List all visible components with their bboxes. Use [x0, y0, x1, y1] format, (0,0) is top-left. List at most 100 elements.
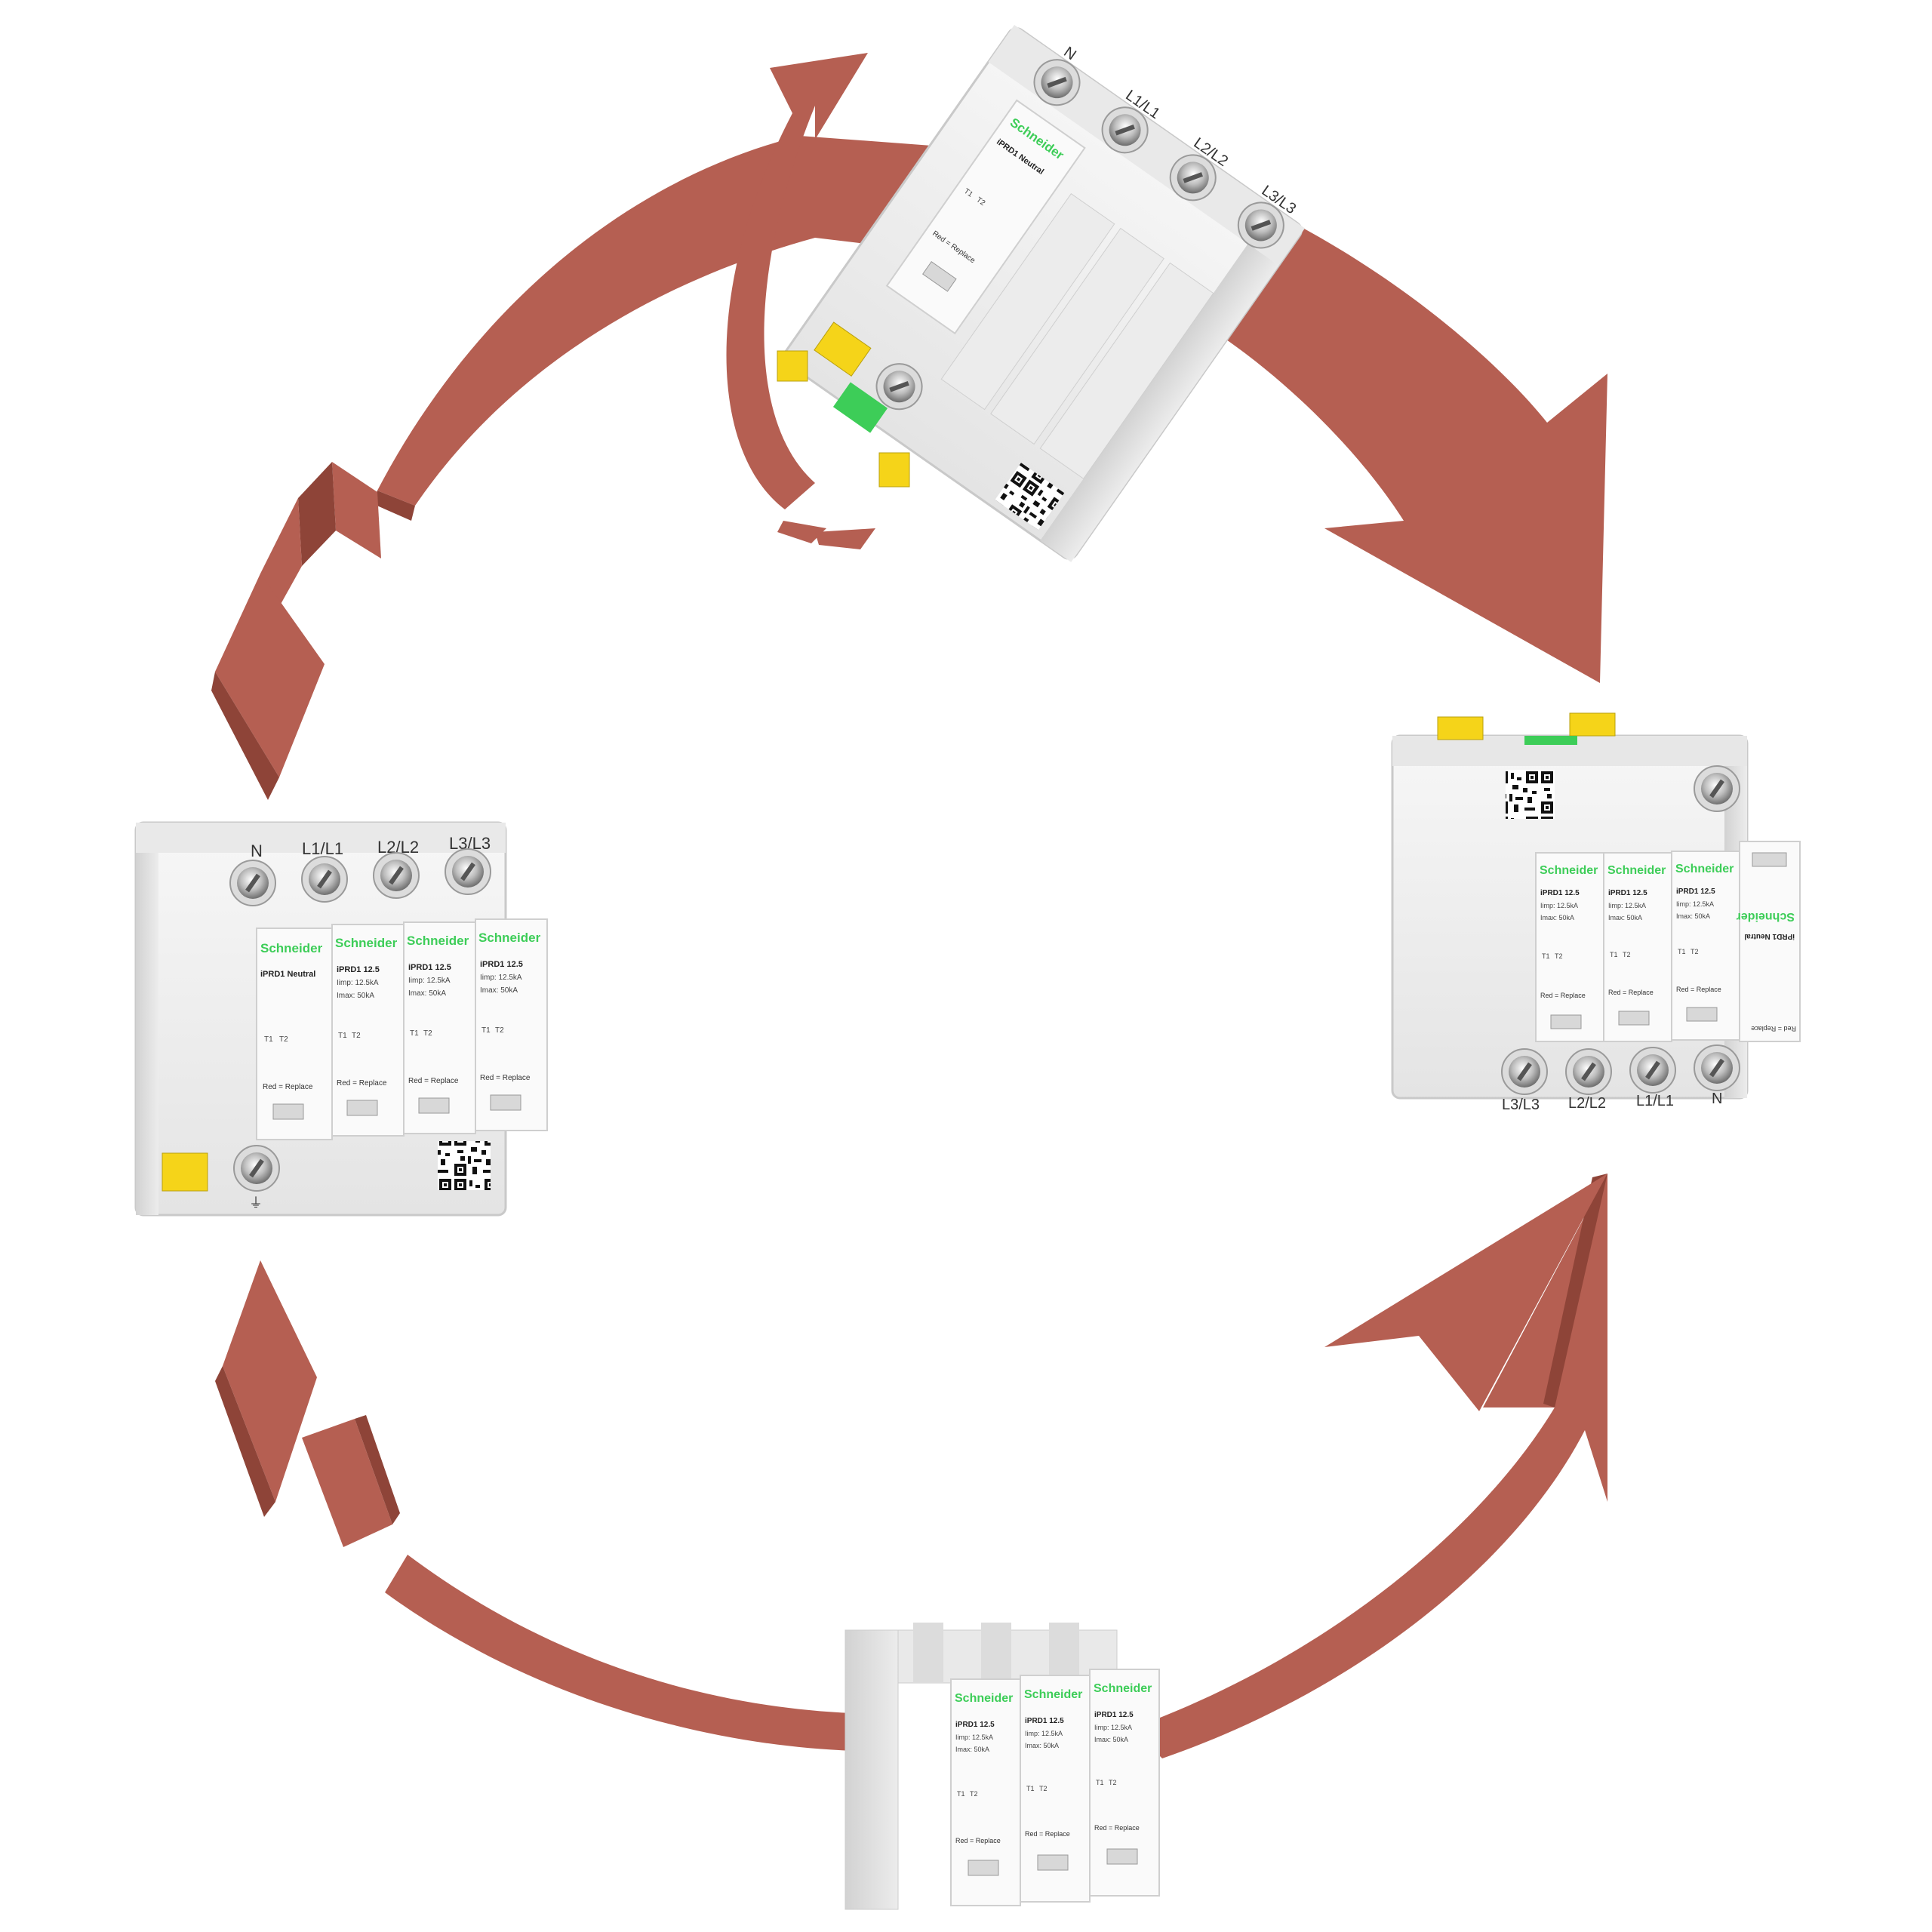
type-mark-t2: T2	[423, 1029, 432, 1038]
type-mark-t2: T2	[970, 1790, 978, 1798]
module-title: iPRD1 12.5	[1676, 888, 1715, 896]
module-title: iPRD1 12.5	[337, 965, 380, 974]
indicator-legend: Red = Replace	[480, 1074, 531, 1082]
imax-value: Imax: 50kA	[955, 1746, 989, 1753]
terminal-label-l1: L1/L1	[302, 839, 343, 858]
indicator-legend: Red = Replace	[1540, 992, 1586, 999]
cartridge-2: Schneider iPRD1 12.5 Iimp: 12.5kA Imax: …	[1020, 1675, 1091, 1903]
qr-code-icon	[1506, 770, 1555, 819]
cycle-arrow-dash	[332, 462, 381, 558]
module-title: iPRD1 12.5	[955, 1721, 995, 1729]
indicator-legend: Red = Replace	[1094, 1824, 1140, 1832]
cycle-arrow-dash	[223, 1260, 317, 1502]
type-mark-t1: T1	[1542, 952, 1550, 960]
brand-logo: Schneider	[260, 941, 323, 955]
brand-logo: Schneider	[1094, 1682, 1152, 1695]
imax-value: Imax: 50kA	[1540, 914, 1574, 921]
imax-value: Imax: 50kA	[408, 989, 446, 998]
brand-logo: Schneider	[1607, 864, 1666, 877]
iimp-value: Iimp: 12.5kA	[408, 977, 451, 985]
screw-terminal-icon	[301, 856, 348, 903]
terminal-label-l1: L1/L1	[1636, 1093, 1674, 1109]
indicator-legend: Red = Replace	[1676, 986, 1721, 993]
imax-value: Imax: 50kA	[1676, 912, 1710, 920]
earth-terminal-icon	[233, 1145, 280, 1192]
type-mark-t2: T2	[1039, 1785, 1048, 1792]
cartridge-neutral: Schneider iPRD1 Neutral T1 T2 Red = Repl…	[256, 928, 333, 1140]
screw-terminal-icon	[1629, 1047, 1676, 1094]
type-mark-t1: T1	[264, 1035, 273, 1044]
module-title: iPRD1 Neutral	[260, 970, 315, 979]
screw-terminal-icon	[1694, 1044, 1740, 1091]
qr-code-icon	[438, 1141, 491, 1190]
indicator-legend: Red = Replace	[1608, 989, 1654, 996]
cycle-arrows	[211, 53, 1607, 1758]
iimp-value: Iimp: 12.5kA	[337, 979, 379, 987]
terminal-row-top: N L1/L1 L2/L2 L3/L3	[229, 834, 491, 906]
cartridge-1: Schneider iPRD1 12.5 Iimp: 12.5kA Imax: …	[950, 1678, 1021, 1906]
qr-code-icon	[995, 462, 1065, 531]
indicator-legend: Red = Replace	[1025, 1830, 1070, 1838]
brand-logo: Schneider	[478, 931, 541, 945]
type-mark-t1: T1	[481, 1026, 491, 1035]
type-mark-t1: T1	[1610, 951, 1618, 958]
type-mark-t1: T1	[1026, 1785, 1035, 1792]
iimp-value: Iimp: 12.5kA	[955, 1734, 993, 1741]
brand-logo: Schneider	[1675, 863, 1734, 875]
assembled-spd-left: N L1/L1 L2/L2 L3/L3 Schneider iPRD1 Neut…	[134, 821, 548, 1217]
screw-terminal-icon	[1501, 1048, 1548, 1095]
cycle-arrow-dash	[302, 1419, 392, 1547]
earth-terminal-icon	[1694, 765, 1740, 812]
type-mark-t2: T2	[1623, 951, 1631, 958]
terminal-label-n: N	[251, 841, 263, 860]
terminal-row-bottom: L3/L3 L2/L2 L1/L1 N	[1501, 1044, 1740, 1113]
type-mark-t2: T2	[495, 1026, 504, 1035]
iimp-value: Iimp: 12.5kA	[1608, 902, 1646, 909]
type-mark-t2: T2	[1555, 952, 1563, 960]
earth-symbol: ⏚	[249, 1195, 263, 1211]
cycle-arrow-icon	[385, 1555, 853, 1751]
indicator-legend: Red = Replace	[337, 1079, 387, 1088]
terminal-label-n: N	[1712, 1091, 1722, 1107]
iimp-value: Iimp: 12.5kA	[1025, 1730, 1063, 1737]
imax-value: Imax: 50kA	[1094, 1736, 1128, 1743]
cartridge-l2: Schneider iPRD1 12.5 Iimp: 12.5kA Imax: …	[1603, 852, 1672, 1042]
imax-value: Imax: 50kA	[337, 992, 374, 1000]
cartridge-set-bottom: Schneider iPRD1 12.5 Iimp: 12.5kA Imax: …	[844, 1623, 1160, 1910]
screw-terminal-icon	[1565, 1048, 1612, 1095]
brand-logo: Schneider	[1540, 864, 1598, 877]
terminal-label-l3: L3/L3	[1502, 1097, 1540, 1113]
cartridge-l1: Schneider iPRD1 12.5 Iimp: 12.5kA Imax: …	[331, 924, 405, 1137]
type-mark-t1: T1	[957, 1790, 965, 1798]
type-mark-t2: T2	[352, 1032, 361, 1040]
type-mark-t1: T1	[410, 1029, 419, 1038]
spd-base-top: Schneider iPRD1 Neutral T1 T2 Red = Repl…	[783, 24, 1306, 562]
type-mark-t2: T2	[1690, 948, 1699, 955]
indicator-legend: Red = Replace	[1751, 1025, 1796, 1032]
indicator-legend: Red = Replace	[263, 1083, 313, 1091]
assembled-spd-right: Schneider iPRD1 12.5 Iimp: 12.5kA Imax: …	[1391, 712, 1801, 1113]
cartridge-l3: Schneider iPRD1 12.5 Iimp: 12.5kA Imax: …	[475, 918, 548, 1131]
iimp-value: Iimp: 12.5kA	[1094, 1724, 1132, 1731]
brand-logo: Schneider	[955, 1692, 1013, 1705]
indicator-legend: Red = Replace	[408, 1077, 459, 1085]
module-title: iPRD1 12.5	[1540, 889, 1580, 897]
module-title: iPRD1 12.5	[1608, 889, 1647, 897]
brand-logo: Schneider	[1024, 1688, 1082, 1701]
type-mark-t1: T1	[338, 1032, 347, 1040]
imax-value: Imax: 50kA	[480, 986, 518, 995]
brand-logo: Schneider	[335, 936, 398, 950]
module-title: iPRD1 12.5	[1025, 1717, 1064, 1725]
screw-terminal-icon	[373, 852, 420, 899]
cartridge-l3: Schneider iPRD1 12.5 Iimp: 12.5kA Imax: …	[1535, 852, 1604, 1042]
module-title: iPRD1 12.5	[408, 963, 451, 972]
type-mark-t2: T2	[279, 1035, 288, 1044]
screw-terminal-icon	[229, 860, 276, 906]
cartridge-l1: Schneider iPRD1 12.5 Iimp: 12.5kA Imax: …	[1671, 851, 1740, 1041]
type-mark-t1: T1	[1678, 948, 1686, 955]
module-title: iPRD1 Neutral	[1744, 932, 1795, 940]
brand-logo: Schneider	[407, 934, 469, 948]
module-title: iPRD1 12.5	[480, 960, 523, 969]
brand-logo: Schneider	[1737, 910, 1795, 923]
